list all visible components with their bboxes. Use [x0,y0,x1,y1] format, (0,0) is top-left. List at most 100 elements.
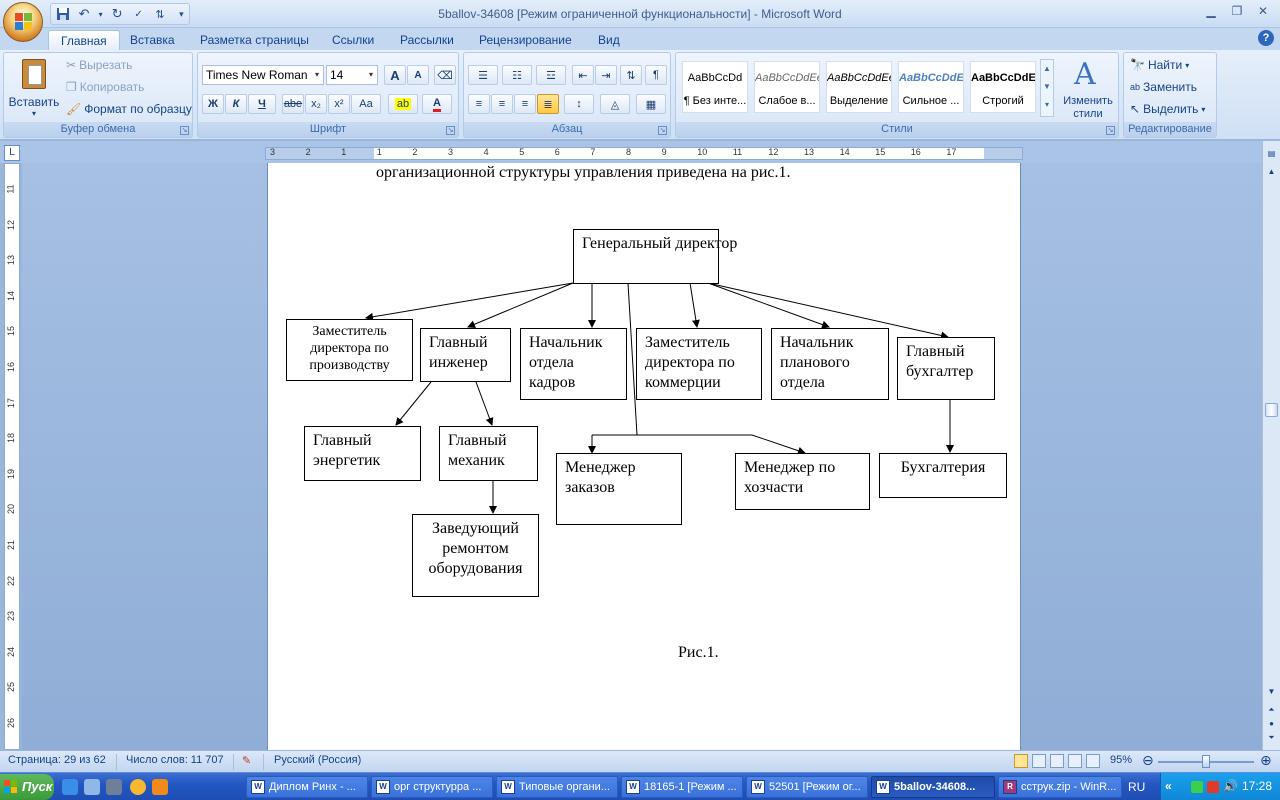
dialog-launcher-icon[interactable]: ↘ [658,126,667,135]
qat-more-icon[interactable]: ▾ [179,8,184,19]
shading-button[interactable]: ◬ [600,94,630,114]
node-hr-head[interactable]: Начальник отдела кадров [520,328,627,400]
ruler-toggle-icon[interactable]: ▤ [1267,149,1276,158]
highlight-button[interactable]: ab [388,94,418,114]
italic-button[interactable]: К [225,94,247,114]
scroll-up-icon[interactable]: ▲ [1267,167,1276,176]
customize-icon[interactable]: ⇅ [155,8,165,21]
dropdown-arrow-icon[interactable]: ▾ [98,9,103,19]
select-browse-object-icon[interactable]: ● [1269,719,1274,728]
show-marks-button[interactable]: ¶ [645,65,667,85]
strikethrough-button[interactable]: abe [282,94,304,114]
ie-icon[interactable] [62,779,78,795]
change-styles-button[interactable]: A Изменить стили [1058,57,1118,120]
help-icon[interactable]: ? [1258,30,1274,46]
underline-button[interactable]: Ч [248,94,276,114]
scroll-thumb[interactable] [1265,403,1278,417]
tray-expand-icon[interactable]: « [1165,779,1172,793]
bullets-button[interactable]: ☰ [468,65,498,85]
outline-view-icon[interactable] [1068,754,1082,768]
superscript-button[interactable]: x² [328,94,350,114]
find-button[interactable]: 🔭Найти▾ [1130,58,1189,72]
proofing-icon[interactable]: ✎ [242,755,252,767]
next-page-icon[interactable]: ⏷ [1268,733,1275,742]
document-page[interactable]: организационной структуры управления при… [267,163,1021,750]
decrease-indent-button[interactable]: ⇤ [572,65,594,85]
tab-selector[interactable]: L [4,145,20,161]
scroll-down-icon[interactable]: ▼ [1267,687,1276,696]
tab-insert[interactable]: Вставка [130,33,175,47]
node-chief-engineer[interactable]: Главный инженер [420,328,511,382]
select-button[interactable]: ↖Выделить▾ [1130,102,1205,116]
node-accounting[interactable]: Бухгалтерия [879,453,1007,498]
page-count[interactable]: Страница: 29 из 62 [8,754,106,766]
paste-button[interactable]: Вставить ▾ [8,57,60,119]
close-icon[interactable]: ✕ [1257,4,1269,18]
node-ceo[interactable]: Генеральный директор [573,229,737,284]
messenger-icon[interactable] [130,779,146,795]
explorer-icon[interactable] [84,779,100,795]
style-strong[interactable]: AaBbCcDdEe Строгий [970,61,1036,113]
shrink-font-button[interactable]: A [407,65,429,85]
sort-button[interactable]: ⇅ [620,65,642,85]
style-intense-emphasis[interactable]: AaBbCcDdEe Сильное ... [898,61,964,113]
font-size-combo[interactable]: 14 ▾ [326,65,378,85]
clear-formatting-button[interactable]: ⌫ [434,65,456,85]
figure-caption[interactable]: Рис.1. [678,644,719,661]
keyboard-language[interactable]: RU [1128,780,1146,794]
subscript-button[interactable]: x₂ [305,94,327,114]
language-indicator[interactable]: Русский (Россия) [274,754,362,766]
tab-review[interactable]: Рецензирование [479,33,572,47]
word-count[interactable]: Число слов: 11 707 [126,754,224,766]
dialog-launcher-icon[interactable]: ↘ [180,126,189,135]
cut-button[interactable]: ✂Вырезать [66,58,132,72]
tab-view[interactable]: Вид [598,33,620,47]
zoom-slider-thumb[interactable] [1202,755,1210,768]
print-layout-view-icon[interactable] [1014,754,1028,768]
align-right-button[interactable]: ≡ [514,94,536,114]
node-planning-head[interactable]: Начальник планового отдела [771,328,889,400]
zoom-in-icon[interactable]: ⊕ [1260,752,1272,768]
dialog-launcher-icon[interactable]: ↘ [446,126,455,135]
styles-scroll[interactable]: ▲▼▾ [1040,59,1054,117]
node-deputy-production[interactable]: Заместитель директора по производству [286,319,413,381]
zoom-level[interactable]: 95% [1110,754,1133,766]
maximize-icon[interactable]: ❐ [1231,4,1243,18]
redo-icon[interactable]: ↻ [111,6,123,21]
previous-page-icon[interactable]: ⏶ [1268,705,1275,714]
multilevel-list-button[interactable]: ☲ [536,65,566,85]
security-icon[interactable] [1207,781,1219,793]
dialog-launcher-icon[interactable]: ↘ [1106,126,1115,135]
body-text[interactable]: организационной структуры управления при… [376,164,791,181]
node-repair-head[interactable]: Заведующий ремонтом оборудования [412,514,539,597]
style-emphasis[interactable]: AaBbCcDdEe Выделение [826,61,892,113]
copy-button[interactable]: ❐Копировать [66,80,144,94]
numbering-button[interactable]: ☷ [502,65,532,85]
office-button[interactable] [3,2,43,42]
align-left-button[interactable]: ≡ [468,94,490,114]
start-button[interactable]: Пуск [0,774,54,800]
save-icon[interactable] [55,6,70,22]
network-icon[interactable] [1191,781,1203,793]
font-name-combo[interactable]: Times New Roman ▾ [202,65,324,85]
spellcheck-icon[interactable]: ✓ [134,8,143,20]
justify-button[interactable]: ≣ [537,94,559,114]
zoom-out-icon[interactable]: ⊖ [1142,752,1154,768]
undo-icon[interactable]: ↶ [78,6,90,21]
vertical-scrollbar[interactable]: ▤ ▲ ▼ ⏶ ● ⏷ [1262,141,1280,750]
font-color-button[interactable]: A [422,94,452,114]
node-chief-mechanic[interactable]: Главный механик [439,426,538,481]
grow-font-button[interactable]: A [384,65,406,85]
align-center-button[interactable]: ≡ [491,94,513,114]
media-player-icon[interactable] [152,779,168,795]
node-supply-manager[interactable]: Менеджер по хозчасти [735,453,870,510]
borders-button[interactable]: ▦ [636,94,666,114]
node-chief-power-engineer[interactable]: Главный энергетик [304,426,421,481]
tab-page-layout[interactable]: Разметка страницы [200,33,309,47]
